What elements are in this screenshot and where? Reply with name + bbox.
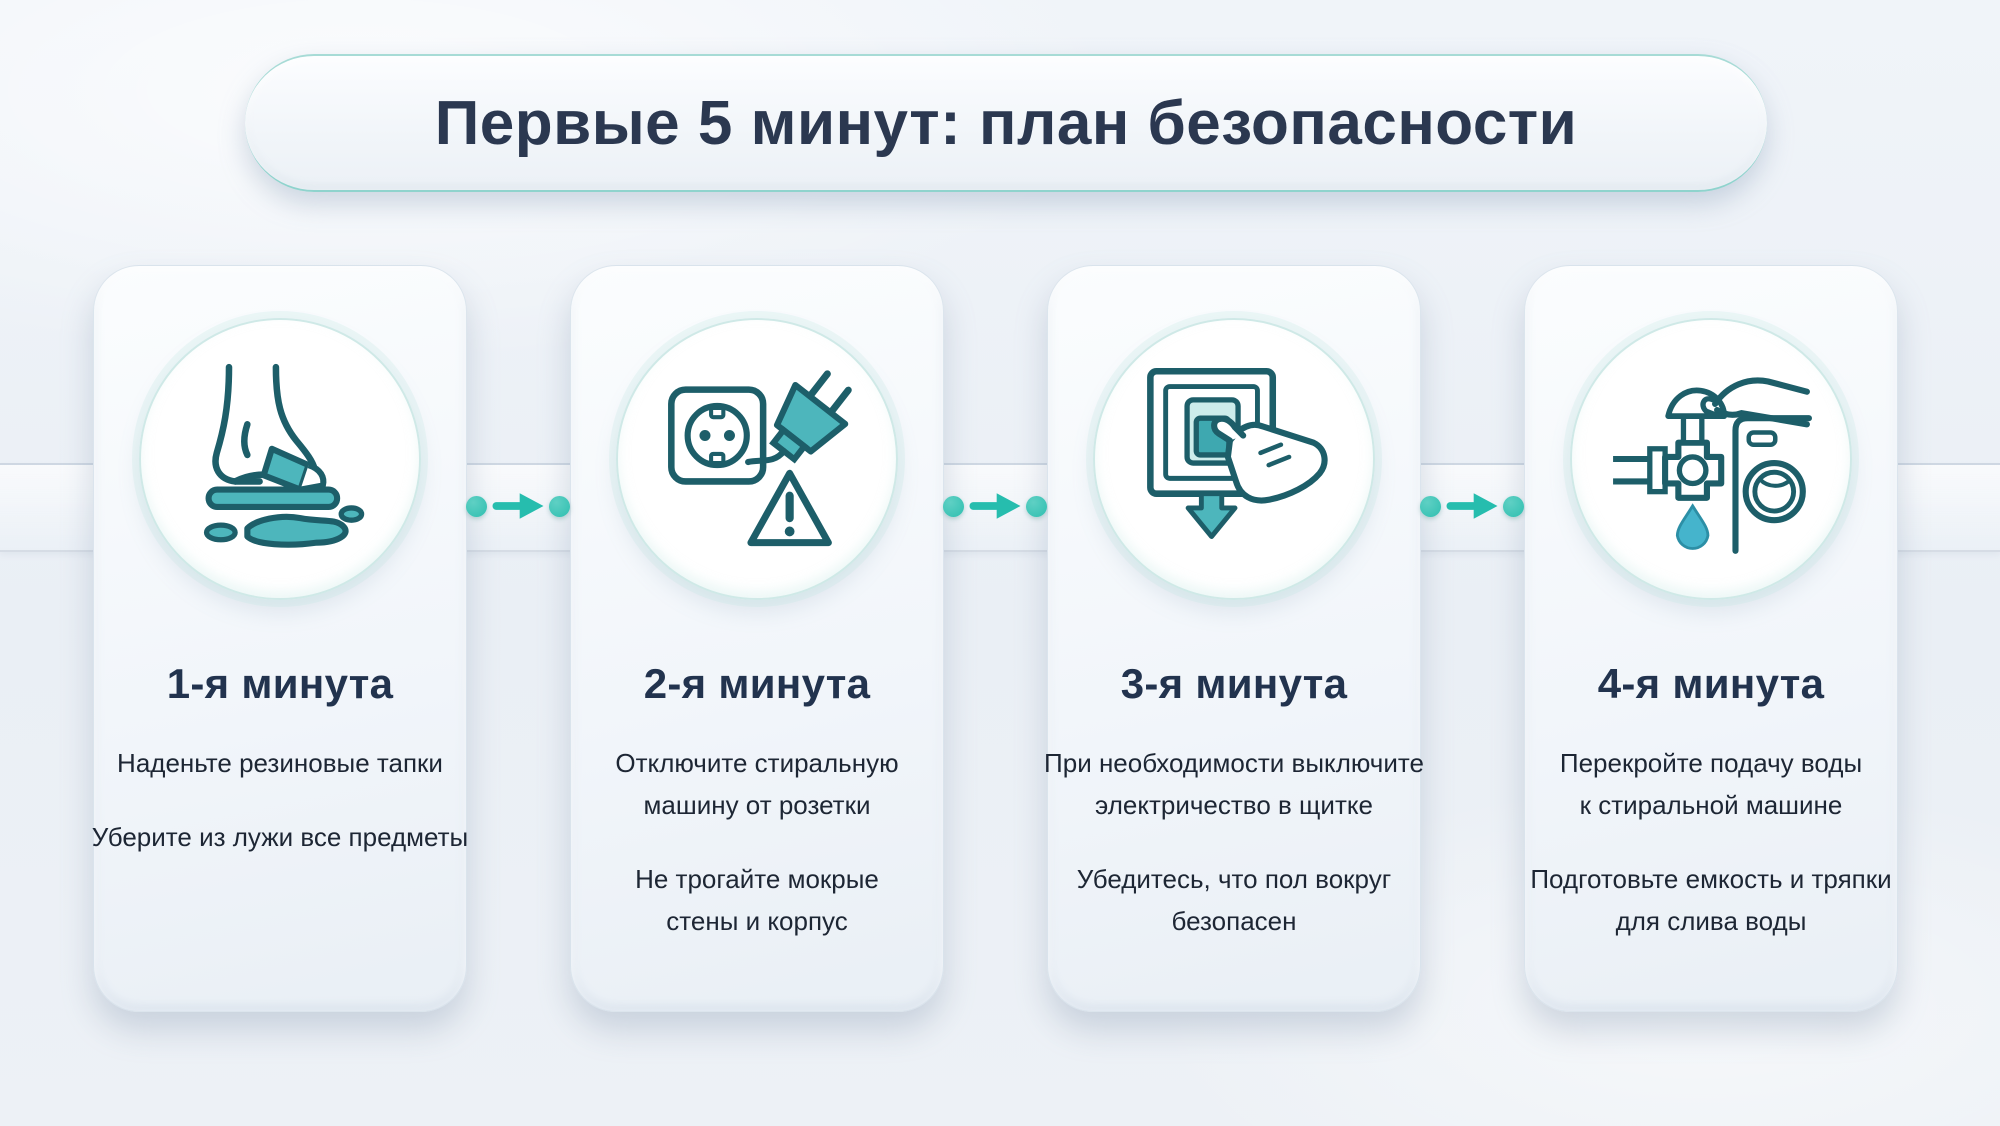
step-2-icon-badge bbox=[616, 318, 898, 600]
connector-step3-step4 bbox=[1420, 485, 1524, 527]
arrow-right-icon bbox=[969, 493, 1021, 519]
timeline-dot bbox=[1420, 495, 1441, 517]
step-3-title: 3-я минута bbox=[1120, 660, 1348, 707]
timeline-dot bbox=[943, 495, 964, 517]
rubber-slipper-over-puddle-icon bbox=[203, 363, 365, 548]
unplugged-socket-warning-icon bbox=[668, 370, 852, 547]
step-2-instruction-2: Не трогайте мокрые стены и корпус bbox=[635, 864, 879, 936]
title-banner: Первые 5 минут: план безопасности bbox=[245, 54, 1767, 192]
step-4-instruction-2: Подготовьте емкость и тряпки для слива в… bbox=[1530, 864, 1892, 936]
step-1-icon-badge bbox=[139, 318, 421, 600]
step-1-instruction-1: Наденьте резиновые тапки bbox=[117, 748, 443, 778]
timeline-dot bbox=[549, 495, 570, 517]
step-card-3: 3-я минута При необходимости выключите э… bbox=[1044, 265, 1424, 1012]
step-1-title: 1-я минута bbox=[166, 660, 394, 707]
step-2-title: 2-я минута bbox=[643, 660, 871, 707]
breaker-switch-off-icon bbox=[1147, 368, 1328, 539]
step-2-instruction-1: Отключите стиральную машину от розетки bbox=[615, 748, 899, 820]
step-3-icon-badge bbox=[1093, 318, 1375, 600]
step-3-instruction-2: Убедитесь, что пол вокруг безопасен bbox=[1076, 864, 1392, 936]
step-card-1: 1-я минута Наденьте резиновые тапки Убер… bbox=[92, 265, 468, 1012]
timeline-dot bbox=[1503, 495, 1524, 517]
timeline-dot bbox=[466, 495, 487, 517]
water-valve-shutoff-icon bbox=[1613, 377, 1812, 554]
connector-step2-step3 bbox=[943, 485, 1047, 527]
arrow-right-icon bbox=[1446, 493, 1498, 519]
step-card-2: 2-я минута Отключите стиральную машину о… bbox=[570, 265, 944, 1012]
timeline-dot bbox=[1026, 495, 1047, 517]
step-1-instruction-2: Уберите из лужи все предметы bbox=[91, 822, 469, 852]
step-card-4: 4-я минута Перекройте подачу воды к стир… bbox=[1524, 265, 1898, 1012]
connector-step1-step2 bbox=[466, 485, 570, 527]
page-title: Первые 5 минут: план безопасности bbox=[434, 88, 1578, 158]
step-4-icon-badge bbox=[1570, 318, 1852, 600]
arrow-right-icon bbox=[492, 493, 544, 519]
step-4-title: 4-я минута bbox=[1597, 660, 1825, 707]
step-4-instruction-1: Перекройте подачу воды к стиральной маши… bbox=[1559, 748, 1863, 820]
step-3-instruction-1: При необходимости выключите электричеств… bbox=[1044, 748, 1424, 820]
